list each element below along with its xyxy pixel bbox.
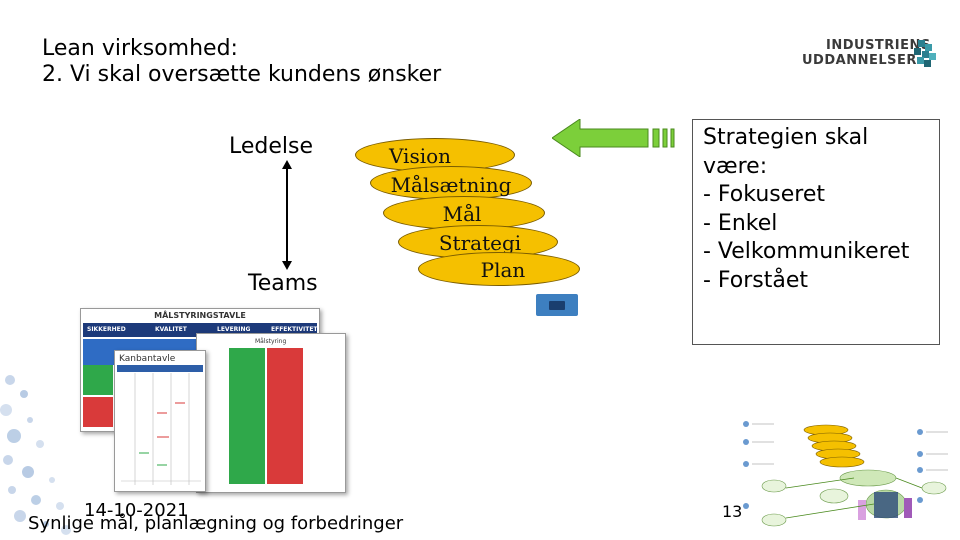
- title-line-1: Lean virksomhed:: [42, 36, 238, 61]
- title-line-2: 2. Vi skal oversætte kundens ønsker: [42, 62, 442, 87]
- slide-date: 14-10-2021: [84, 500, 189, 521]
- board-row-green: [83, 365, 113, 395]
- board-kanban-title: Kanbantavle: [119, 354, 176, 364]
- board-kanban-header: [117, 365, 203, 372]
- strategy-line-5: - Velkommunikeret: [703, 239, 910, 265]
- board-green-column: [229, 348, 265, 484]
- board-header-levering: LEVERING: [217, 326, 251, 333]
- strategy-line-3: - Fokuseret: [703, 182, 825, 208]
- ellipse-strategi-label: Strategi: [438, 231, 522, 255]
- board-header-sikkerhed: SIKKERHED: [87, 326, 126, 333]
- board-header-effektivitet: EFFEKTIVITET: [271, 326, 318, 333]
- board-row-red: [83, 397, 113, 427]
- media-button[interactable]: [536, 294, 578, 316]
- page-number: 13: [722, 502, 743, 521]
- green-left-arrow-icon: [552, 119, 675, 157]
- strategy-line-6: - Forstået: [703, 267, 809, 293]
- board-red-column: [267, 348, 303, 484]
- label-teams: Teams: [248, 271, 318, 296]
- board-main-title: MÅLSTYRINGSTAVLE: [154, 311, 246, 320]
- kanbantavle-board: Kanbantavle: [114, 350, 206, 492]
- slide-subtitle: Synlige mål, planlægning og forbedringer: [28, 513, 404, 534]
- strategy-text-box: Strategien skal være: - Fokuseret - Enke…: [692, 119, 940, 345]
- board-header-kvalitet: KVALITET: [155, 326, 187, 333]
- ellipse-vision-label: Vision: [388, 144, 452, 168]
- malstyring-board: Målstyring: [196, 333, 346, 493]
- video-icon: [549, 301, 565, 310]
- ellipse-mal-label: Mål: [442, 202, 482, 226]
- logo-text-line-1: INDUSTRIENS: [826, 38, 931, 53]
- ellipse-malsaetning: Målsætning: [370, 166, 532, 200]
- strategy-line-4: - Enkel: [703, 210, 778, 236]
- ellipse-plan: Plan: [418, 252, 580, 286]
- logo-text-line-2: UDDANNELSER: [802, 53, 917, 68]
- decorative-dots-pattern: [0, 375, 71, 535]
- strategy-line-2: være:: [703, 153, 768, 179]
- ellipse-malsaetning-label: Målsætning: [390, 173, 512, 197]
- mindmap-thumbnail: [743, 421, 948, 527]
- ellipse-plan-label: Plan: [480, 258, 526, 282]
- board-third-title: Målstyring: [255, 338, 287, 345]
- label-ledelse: Ledelse: [229, 134, 314, 159]
- strategy-line-1: Strategien skal: [703, 125, 869, 150]
- double-vertical-arrow-icon: [282, 160, 292, 270]
- cluster-logo-icon: [914, 40, 936, 67]
- slide-title: Lean virksomhed: 2. Vi skal oversætte ku…: [42, 36, 441, 88]
- industriens-uddannelser-logo: INDUSTRIENS UDDANNELSER: [798, 38, 938, 72]
- kanban-grid: [121, 373, 201, 485]
